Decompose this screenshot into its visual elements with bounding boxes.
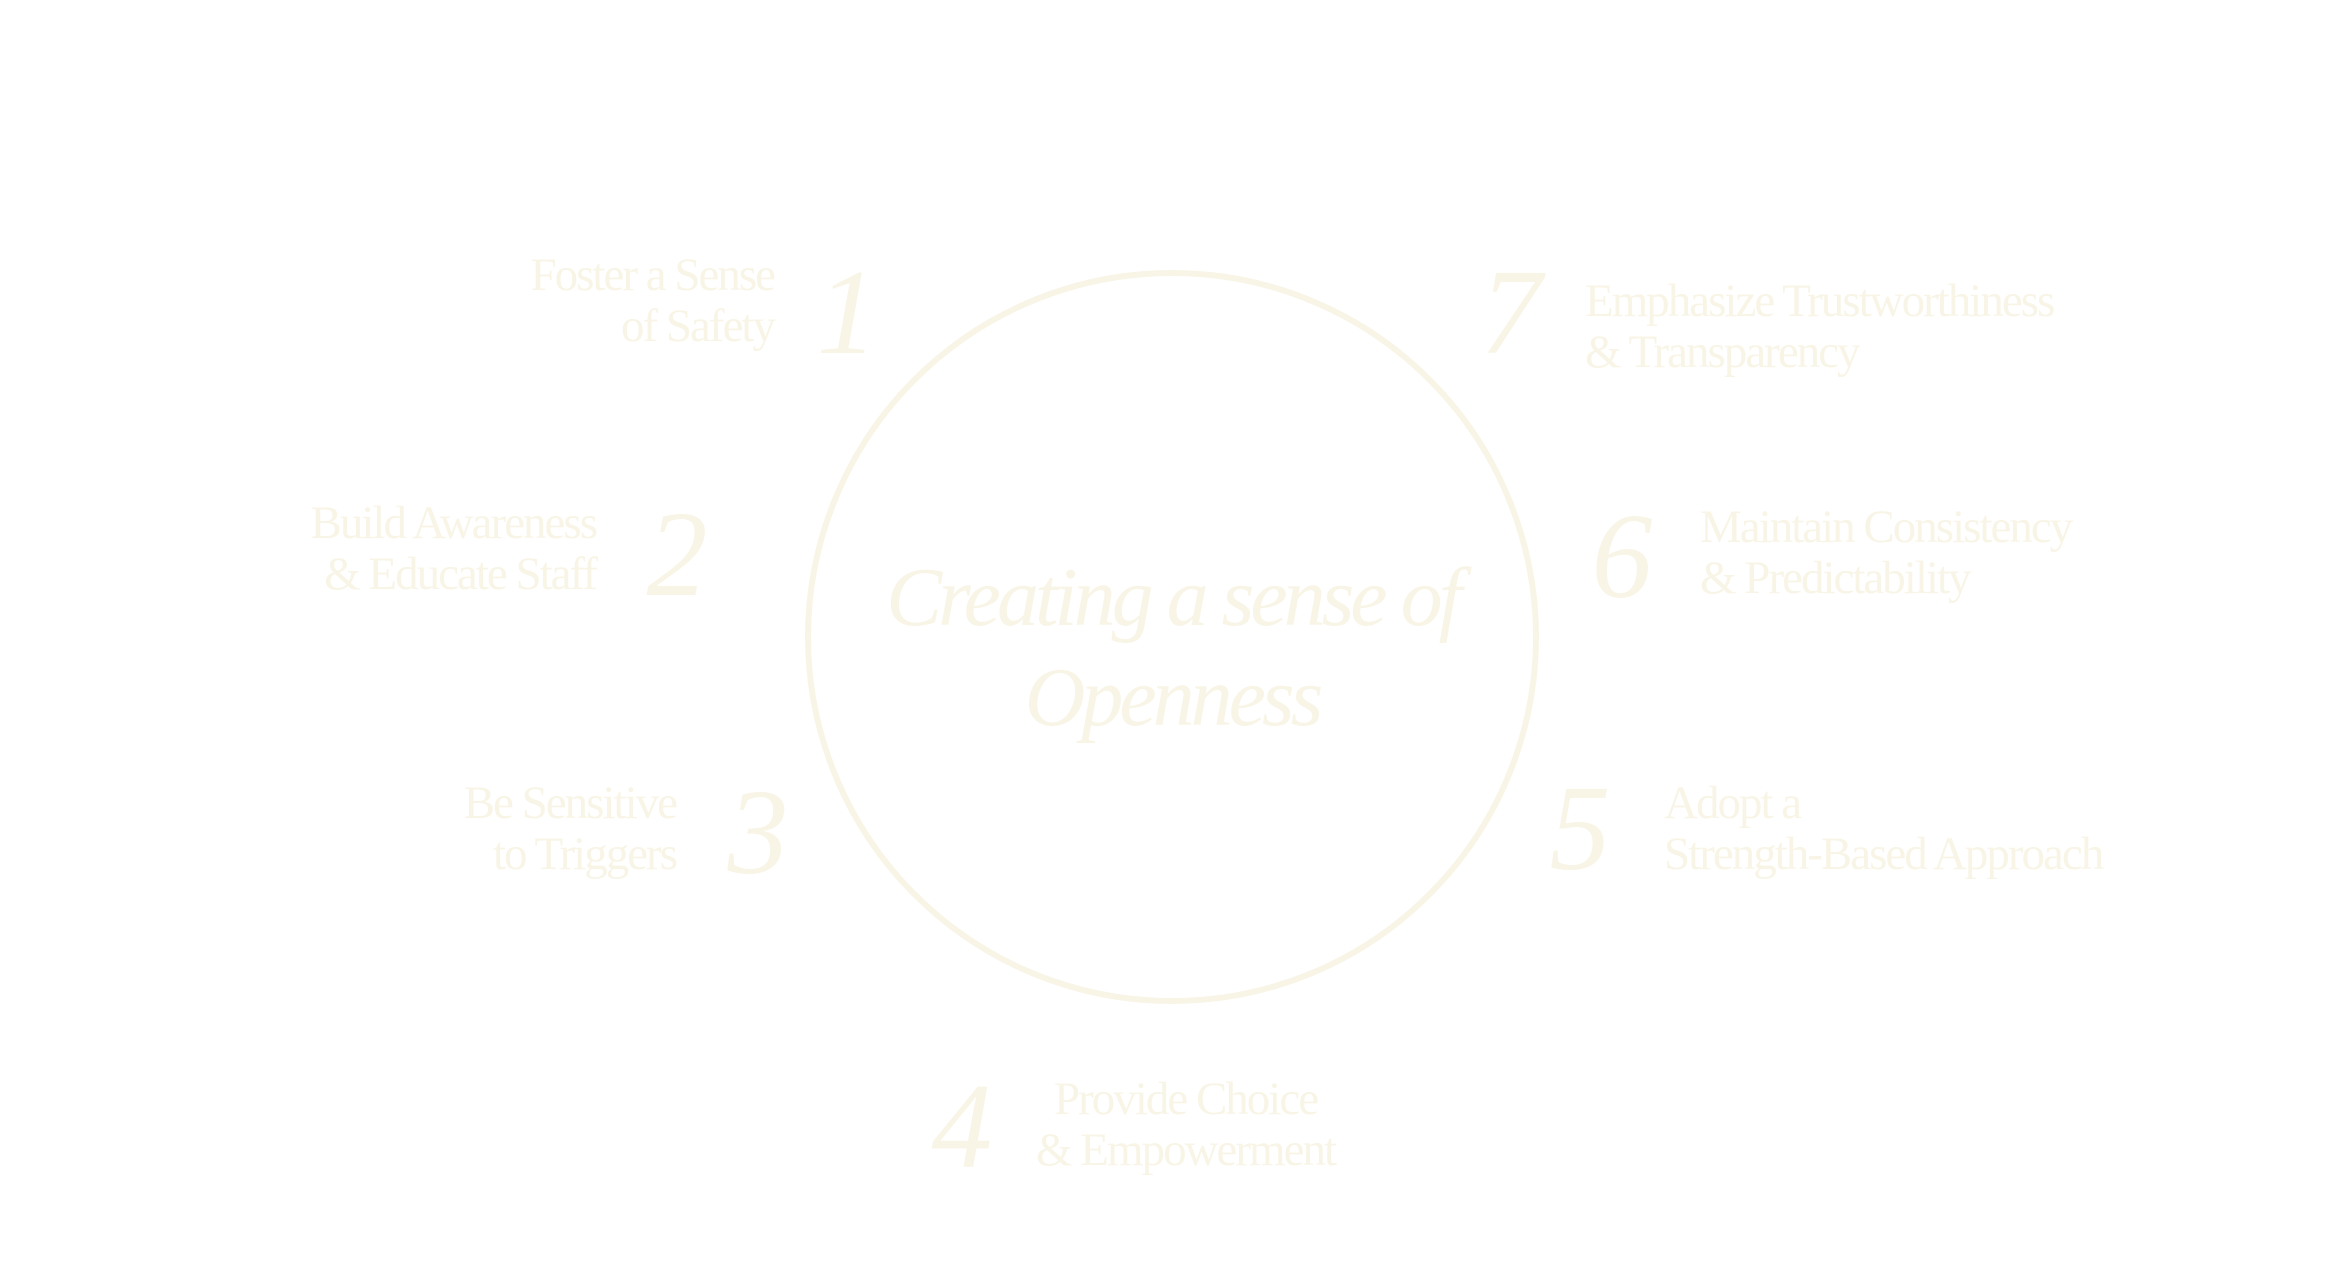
center-title: Creating a sense of Openness: [805, 548, 1539, 748]
item-7-label-line-2: & Transparency: [1585, 326, 1861, 378]
item-1-number: 1: [816, 245, 878, 380]
item-3-label: Be Sensitive to Triggers: [463, 777, 678, 880]
item-7-number: 7: [1480, 245, 1542, 380]
item-4-label-line-2: & Empowerment: [1036, 1124, 1337, 1176]
item-4-label-line-1: Provide Choice: [1054, 1073, 1319, 1125]
item-4-label: Provide Choice & Empowerment: [1036, 1073, 1337, 1176]
item-7-label: Emphasize Trustworthiness & Transparency: [1585, 275, 2055, 378]
item-5-label: Adopt a Strength-Based Approach: [1664, 777, 2104, 880]
item-2-label-line-1: Build Awareness: [310, 497, 598, 549]
item-2-number: 2: [646, 487, 708, 622]
item-6-label-line-1: Maintain Consistency: [1700, 501, 2073, 553]
item-6-label: Maintain Consistency & Predictability: [1700, 501, 2073, 604]
item-2-label: Build Awareness & Educate Staff: [310, 497, 598, 600]
item-2-label-line-2: & Educate Staff: [324, 548, 598, 600]
item-3-label-line-1: Be Sensitive: [463, 777, 678, 829]
item-6-number: 6: [1591, 489, 1653, 624]
item-1-label-line-2: of Safety: [621, 300, 776, 352]
item-3-number: 3: [727, 765, 789, 900]
item-5-number: 5: [1549, 761, 1611, 896]
item-5-label-line-1: Adopt a: [1664, 777, 1802, 829]
center-title-line-1: Creating a sense of: [886, 551, 1462, 644]
item-4-number: 4: [931, 1059, 993, 1194]
item-1-label: Foster a Sense of Safety: [530, 249, 776, 352]
item-1-label-line-1: Foster a Sense: [530, 249, 776, 301]
item-3-label-line-2: to Triggers: [492, 828, 678, 880]
item-5-label-line-2: Strength-Based Approach: [1664, 828, 2104, 880]
center-circle: [805, 270, 1539, 1004]
item-7-label-line-1: Emphasize Trustworthiness: [1585, 275, 2055, 327]
center-title-line-2: Openness: [1024, 651, 1324, 744]
item-6-label-line-2: & Predictability: [1700, 552, 1972, 604]
